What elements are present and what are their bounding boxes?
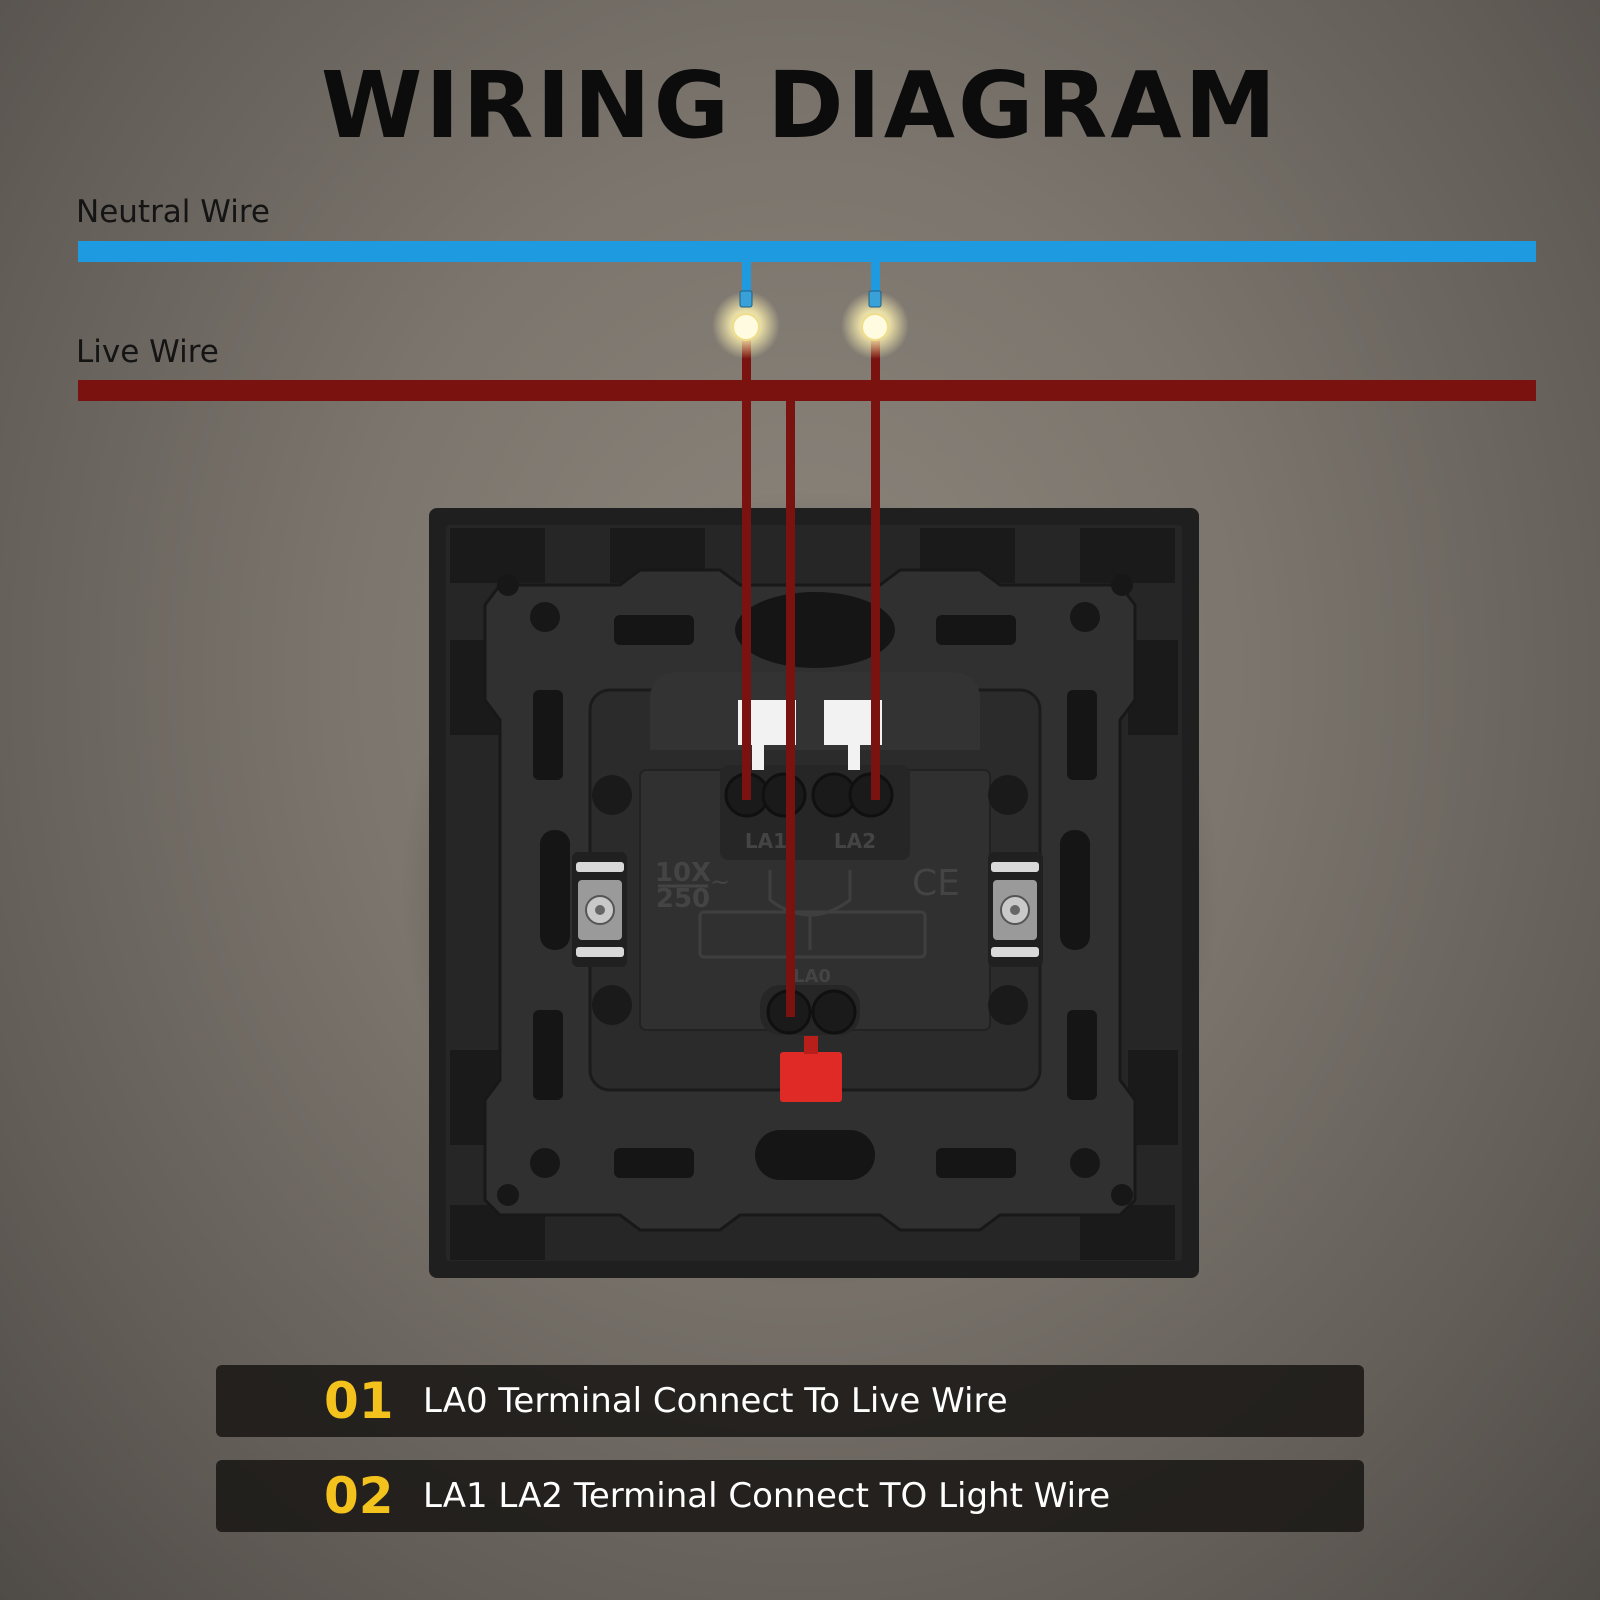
- live-wire-label: Live Wire: [76, 334, 219, 370]
- light-wire-la2: [871, 335, 880, 800]
- neutral-wire: [78, 241, 1536, 262]
- terminal-la2-label: LA2: [834, 829, 876, 853]
- instruction-text: LA0 Terminal Connect To Live Wire: [423, 1381, 1008, 1421]
- terminal-la0-label: LA0: [793, 966, 831, 987]
- switch-back-plate: 10X 250 ~ CE LA1 LA2 LA0: [429, 508, 1199, 1278]
- terminal-la1-label: LA1: [745, 829, 787, 853]
- instruction-row-2: 02 LA1 LA2 Terminal Connect TO Light Wir…: [216, 1460, 1364, 1532]
- live-wire: [78, 380, 1536, 401]
- red-release-tab: [780, 1052, 842, 1102]
- neutral-drop-2: [871, 262, 880, 292]
- light-bulb-icon: [712, 290, 780, 359]
- rating-symbol-text: ~: [710, 868, 730, 896]
- instruction-text: LA1 LA2 Terminal Connect TO Light Wire: [423, 1476, 1111, 1516]
- instruction-row-1: 01 LA0 Terminal Connect To Live Wire: [216, 1365, 1364, 1437]
- neutral-drop-1: [742, 262, 751, 292]
- live-wire-la0: [786, 401, 795, 1017]
- page-title: WIRING DIAGRAM: [320, 52, 1280, 159]
- ce-mark: CE: [912, 863, 960, 904]
- instruction-number: 02: [324, 1467, 394, 1525]
- light-bulb-icon: [841, 290, 909, 359]
- light-wire-la1: [742, 335, 751, 800]
- neutral-wire-label: Neutral Wire: [76, 194, 270, 230]
- instruction-number: 01: [324, 1372, 394, 1430]
- rating-bottom-text: 250: [656, 884, 710, 914]
- rating-top-text: 10X: [655, 858, 711, 888]
